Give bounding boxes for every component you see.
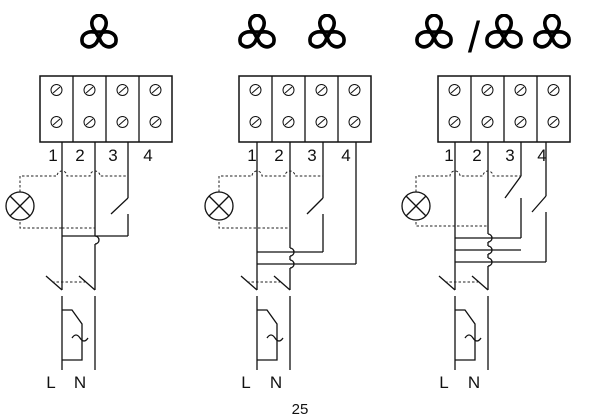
terminal-label: 2 xyxy=(75,146,84,165)
wiring xyxy=(256,142,357,290)
diagram-three-speed: / 1 2 3 4 xyxy=(401,13,572,392)
terminal-label: 1 xyxy=(247,146,256,165)
diagram-one-speed: 1 2 3 4 xyxy=(5,14,173,392)
ac-symbol xyxy=(71,334,89,342)
wiring xyxy=(61,142,129,290)
terminal-block xyxy=(437,75,571,143)
indicator-lamp-circuit xyxy=(5,170,128,229)
lamp-icon xyxy=(5,191,35,221)
terminal-label: 4 xyxy=(143,146,152,165)
double-pole-switch xyxy=(240,275,291,370)
terminal-label: 1 xyxy=(48,146,57,165)
supply-label-n: N xyxy=(74,373,86,392)
fan-icon xyxy=(532,14,572,52)
terminal-label: 3 xyxy=(307,146,316,165)
lamp-icon xyxy=(204,191,234,221)
fan-separator: / xyxy=(468,13,481,62)
supply-label-n: N xyxy=(270,373,282,392)
fan-icon xyxy=(484,14,524,52)
indicator-lamp-circuit xyxy=(204,170,323,229)
fan-icon xyxy=(237,14,277,52)
fan-icon xyxy=(414,14,454,52)
terminal-label: 4 xyxy=(341,146,350,165)
terminal-block xyxy=(238,75,372,143)
terminal-block xyxy=(39,75,173,143)
terminal-label: 3 xyxy=(505,146,514,165)
fan-icon xyxy=(307,14,347,52)
terminal-label: 2 xyxy=(274,146,283,165)
terminal-label: 3 xyxy=(108,146,117,165)
terminal-label: 2 xyxy=(472,146,481,165)
page-number: 25 xyxy=(292,401,309,417)
terminal-label: 4 xyxy=(537,146,546,165)
supply-label-l: L xyxy=(46,373,55,392)
supply-label-l: L xyxy=(439,373,448,392)
diagram-two-speed: 1 2 3 4 xyxy=(204,14,372,392)
indicator-lamp-circuit xyxy=(401,170,521,227)
double-pole-switch xyxy=(45,275,96,370)
supply-label-n: N xyxy=(468,373,480,392)
terminal-label: 1 xyxy=(444,146,453,165)
fan-icon xyxy=(79,14,119,52)
supply-label-l: L xyxy=(241,373,250,392)
lamp-icon xyxy=(401,191,431,221)
double-pole-switch xyxy=(438,275,489,370)
wiring xyxy=(454,142,547,290)
